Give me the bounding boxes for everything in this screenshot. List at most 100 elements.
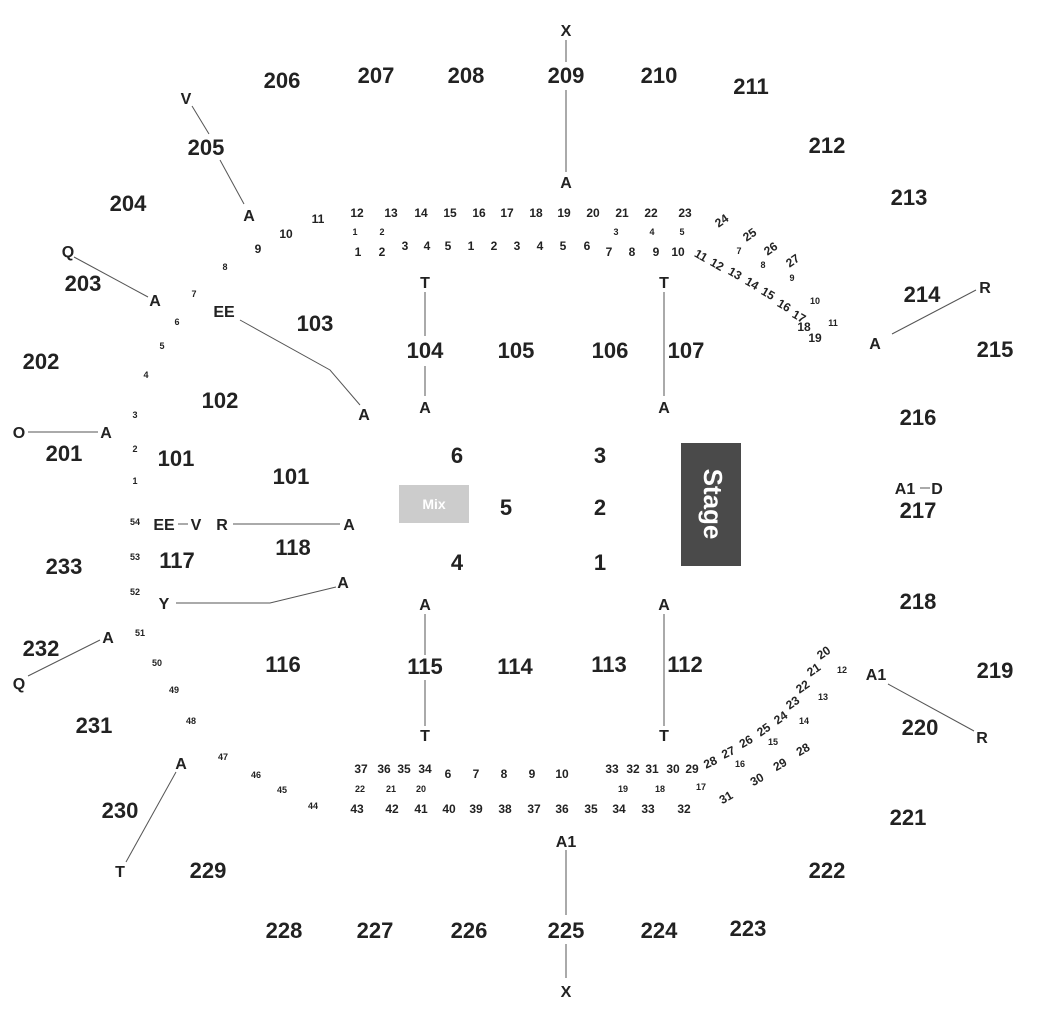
section-211[interactable]: 211 <box>733 74 769 99</box>
section-101[interactable]: 101 <box>158 446 195 471</box>
row-label-small: 11 <box>828 318 838 328</box>
row-label: 28 <box>794 740 813 759</box>
aisle-line <box>219 159 245 205</box>
section-118[interactable]: 118 <box>275 535 311 560</box>
marker-label: Y <box>159 596 170 613</box>
marker-label: A <box>658 597 670 614</box>
marker-label: T <box>420 728 430 745</box>
section-116[interactable]: 116 <box>265 652 301 677</box>
marker-label: R <box>216 517 228 534</box>
section-floor-5[interactable]: 5 <box>500 495 512 520</box>
marker-label: T <box>115 864 125 881</box>
row-label: 9 <box>653 245 660 259</box>
row-label: 2 <box>379 245 386 259</box>
section-224[interactable]: 224 <box>641 918 678 943</box>
section-219[interactable]: 219 <box>977 658 1014 683</box>
row-label: 6 <box>174 317 179 327</box>
section-204[interactable]: 204 <box>110 191 147 216</box>
section-231[interactable]: 231 <box>76 713 113 738</box>
section-232[interactable]: 232 <box>23 636 60 661</box>
stage <box>681 443 741 566</box>
row-label-small: 18 <box>655 784 665 794</box>
section-227[interactable]: 227 <box>357 918 394 943</box>
row-label: 4 <box>143 370 148 380</box>
aisle-line <box>891 289 977 335</box>
row-label: 28 <box>701 753 719 771</box>
section-floor-2[interactable]: 2 <box>594 495 606 520</box>
row-label: 13 <box>726 264 745 283</box>
section-104[interactable]: 104 <box>407 338 444 363</box>
section-floor-6[interactable]: 6 <box>451 443 463 468</box>
section-112[interactable]: 112 <box>667 652 703 677</box>
section-208[interactable]: 208 <box>448 63 485 88</box>
row-label: 12 <box>350 206 364 220</box>
section-230[interactable]: 230 <box>102 798 139 823</box>
section-201[interactable]: 201 <box>46 441 83 466</box>
aisle-line <box>887 683 975 732</box>
marker-label: A <box>337 575 349 592</box>
aisle-line <box>191 105 210 135</box>
section-217[interactable]: 217 <box>900 498 937 523</box>
section-105[interactable]: 105 <box>498 338 535 363</box>
row-label: 40 <box>442 802 456 816</box>
section-225[interactable]: 225 <box>548 918 585 943</box>
section-floor-3[interactable]: 3 <box>594 443 606 468</box>
section-209[interactable]: 209 <box>548 63 585 88</box>
aisle-line <box>176 586 337 604</box>
section-205[interactable]: 205 <box>188 135 225 160</box>
section-228[interactable]: 228 <box>266 918 303 943</box>
row-label: 13 <box>384 206 398 220</box>
section-233[interactable]: 233 <box>46 554 83 579</box>
row-label: 48 <box>186 716 196 726</box>
row-label: 23 <box>783 693 802 712</box>
section-115[interactable]: 115 <box>407 654 443 679</box>
section-117[interactable]: 117 <box>159 548 195 573</box>
section-106[interactable]: 106 <box>592 338 629 363</box>
row-label: 35 <box>584 802 598 816</box>
row-label-small: 10 <box>810 296 820 306</box>
section-114[interactable]: 114 <box>497 654 533 679</box>
section-222[interactable]: 222 <box>809 858 846 883</box>
section-212[interactable]: 212 <box>809 133 846 158</box>
section-229[interactable]: 229 <box>190 858 227 883</box>
row-label: 7 <box>473 767 480 781</box>
section-107[interactable]: 107 <box>668 338 705 363</box>
section-floor-1[interactable]: 1 <box>594 550 606 575</box>
row-label-small: 4 <box>649 227 654 237</box>
section-218[interactable]: 218 <box>900 589 937 614</box>
section-216[interactable]: 216 <box>900 405 937 430</box>
section-221[interactable]: 221 <box>890 805 927 830</box>
section-113[interactable]: 113 <box>591 652 627 677</box>
section-214[interactable]: 214 <box>904 282 941 307</box>
section-202[interactable]: 202 <box>23 349 60 374</box>
section-203[interactable]: 203 <box>65 271 102 296</box>
row-label: 9 <box>529 767 536 781</box>
row-label: 1 <box>468 239 475 253</box>
row-label: 36 <box>555 802 569 816</box>
section-101[interactable]: 101 <box>273 464 310 489</box>
row-label-small: 19 <box>618 784 628 794</box>
row-label-small: 9 <box>789 273 794 283</box>
marker-label: A <box>149 293 161 310</box>
section-102[interactable]: 102 <box>202 388 239 413</box>
row-label-small: 20 <box>416 784 426 794</box>
section-206[interactable]: 206 <box>264 68 301 93</box>
row-label: 9 <box>255 242 262 256</box>
row-label: 46 <box>251 770 261 780</box>
section-223[interactable]: 223 <box>730 916 767 941</box>
row-label-small: 8 <box>760 260 765 270</box>
section-215[interactable]: 215 <box>977 337 1014 362</box>
aisle-markers: X A V A Q A EE A O A A T A T A R A1 EE V… <box>13 23 991 1001</box>
section-220[interactable]: 220 <box>902 715 939 740</box>
section-207[interactable]: 207 <box>358 63 395 88</box>
section-226[interactable]: 226 <box>451 918 488 943</box>
section-103[interactable]: 103 <box>297 311 334 336</box>
row-label: 1 <box>132 476 137 486</box>
section-floor-4[interactable]: 4 <box>451 550 464 575</box>
section-210[interactable]: 210 <box>641 63 678 88</box>
row-label: 6 <box>445 767 452 781</box>
section-213[interactable]: 213 <box>891 185 928 210</box>
row-label: 53 <box>130 552 140 562</box>
row-label-small: 1 <box>352 227 357 237</box>
mix-position <box>399 485 469 523</box>
